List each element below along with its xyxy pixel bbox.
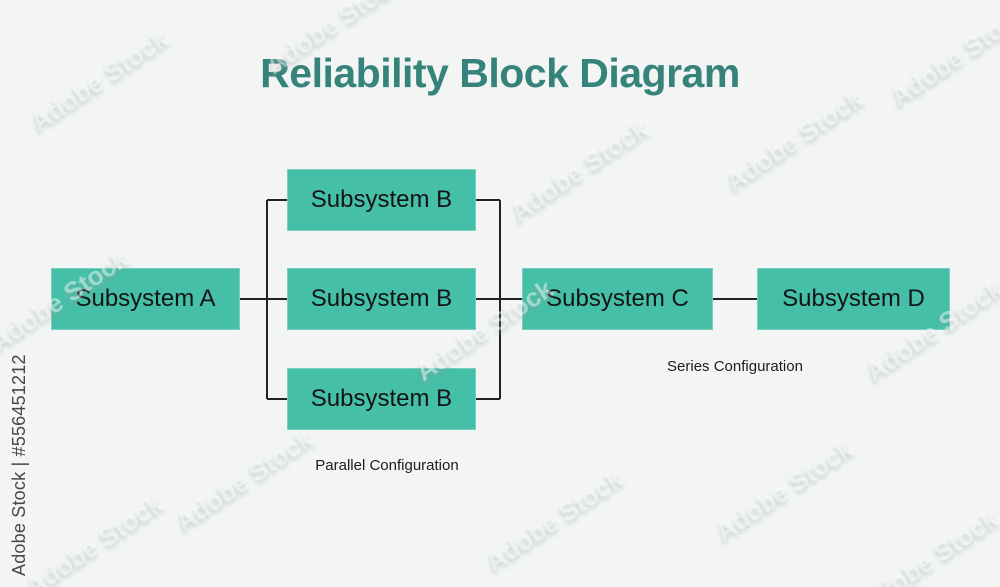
block-subsystem-b-top: Subsystem B [287,169,476,231]
stock-id-watermark: Adobe Stock | #556451212 [9,354,29,576]
block-label: Subsystem B [310,285,453,312]
parallel-configuration-label: Parallel Configuration [315,457,459,474]
block-subsystem-b-bottom: Subsystem B [287,368,476,430]
block-label: Subsystem A [75,285,216,312]
block-label: Subsystem B [310,186,453,213]
block-subsystem-c: Subsystem C [522,268,713,330]
page-title: Reliability Block Diagram [260,50,740,96]
block-subsystem-d: Subsystem D [757,268,950,330]
block-subsystem-b-middle: Subsystem B [287,268,476,330]
block-subsystem-a: Subsystem A [51,268,240,330]
block-label: Subsystem B [310,385,453,412]
block-label: Subsystem C [546,285,689,312]
block-label: Subsystem D [782,285,925,312]
series-configuration-label: Series Configuration [667,358,803,375]
